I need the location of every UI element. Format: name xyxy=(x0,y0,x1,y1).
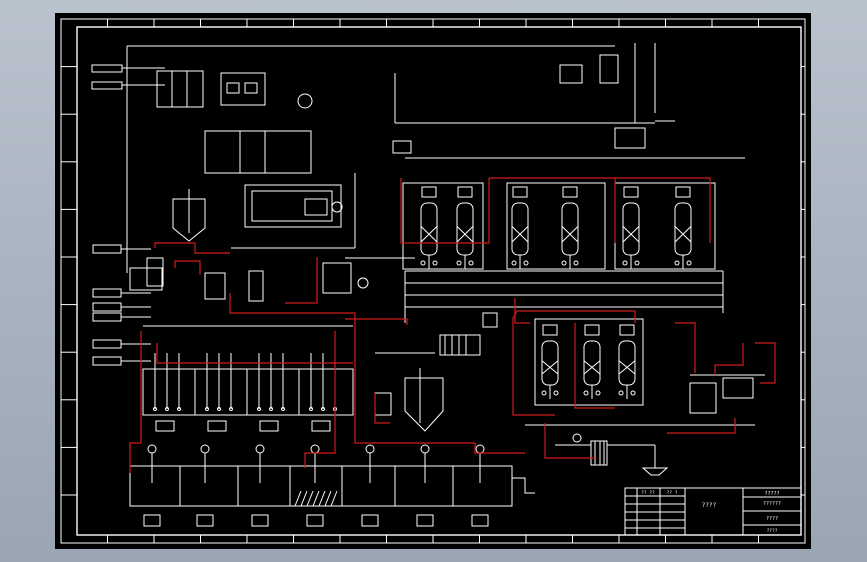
input-tags xyxy=(91,64,165,366)
instrument-tag xyxy=(306,514,324,527)
instrument-tag xyxy=(623,186,639,198)
drawing-name: ???? xyxy=(702,502,717,509)
title-cell-2: ?? ? xyxy=(667,490,678,496)
instrument-tag xyxy=(155,420,175,432)
title-row-3: ???? xyxy=(766,516,778,522)
instrument-tag xyxy=(251,514,269,527)
instrument-tag xyxy=(207,420,227,432)
instrument-tag xyxy=(562,186,578,198)
instrument-tag xyxy=(361,514,379,527)
storage-tanks xyxy=(204,130,312,174)
instrument-tag xyxy=(542,324,558,336)
instrument-tag xyxy=(259,420,279,432)
title-row-1: ????? xyxy=(764,491,779,497)
title-row-2: ?????? xyxy=(763,501,781,507)
distribution-headers xyxy=(404,270,724,323)
instrument-tag xyxy=(675,186,691,198)
instrument-tag xyxy=(196,514,214,527)
settling-cone xyxy=(404,377,444,432)
title-cell-1: ?? ?? xyxy=(641,490,655,496)
upper-left-equipment xyxy=(126,45,415,302)
lower-column-bank xyxy=(534,318,644,406)
instrument-header xyxy=(392,43,745,159)
instrument-tag xyxy=(421,186,437,198)
reactor-skid xyxy=(244,184,342,228)
instrument-tag xyxy=(471,514,489,527)
column-bank xyxy=(402,182,716,270)
mid-tank-row xyxy=(142,325,354,432)
instrument-tag xyxy=(143,514,161,527)
mixer-vessel xyxy=(172,198,206,242)
instrument-tag xyxy=(416,514,434,527)
process-flow-drawing: ???? ????? ?????? ???? ?? ?? ?? ? ???? xyxy=(60,18,806,544)
centrifuge xyxy=(439,334,481,356)
zone-markers xyxy=(61,19,805,543)
receiver-unit xyxy=(525,374,765,476)
title-cell-3: ???? xyxy=(767,528,778,534)
instrument-tag xyxy=(619,324,635,336)
centrifuge-unit xyxy=(374,312,498,432)
pump-icon xyxy=(297,93,313,109)
title-block: ???? ????? ?????? ???? ?? ?? ?? ? ???? xyxy=(624,487,802,536)
instrument-tag xyxy=(512,186,528,198)
drawing-sheet[interactable]: ???? ????? ?????? ???? ?? ?? ?? ? ???? xyxy=(55,13,811,549)
instrument-tag xyxy=(311,420,331,432)
instrument-tag xyxy=(584,324,600,336)
red-piping xyxy=(129,177,776,473)
tank-cluster xyxy=(156,70,204,108)
inner-frame xyxy=(76,26,802,536)
bottom-basins xyxy=(129,444,535,527)
outer-frame xyxy=(60,18,806,544)
instrument-tag xyxy=(457,186,473,198)
heat-exchanger xyxy=(590,440,608,466)
